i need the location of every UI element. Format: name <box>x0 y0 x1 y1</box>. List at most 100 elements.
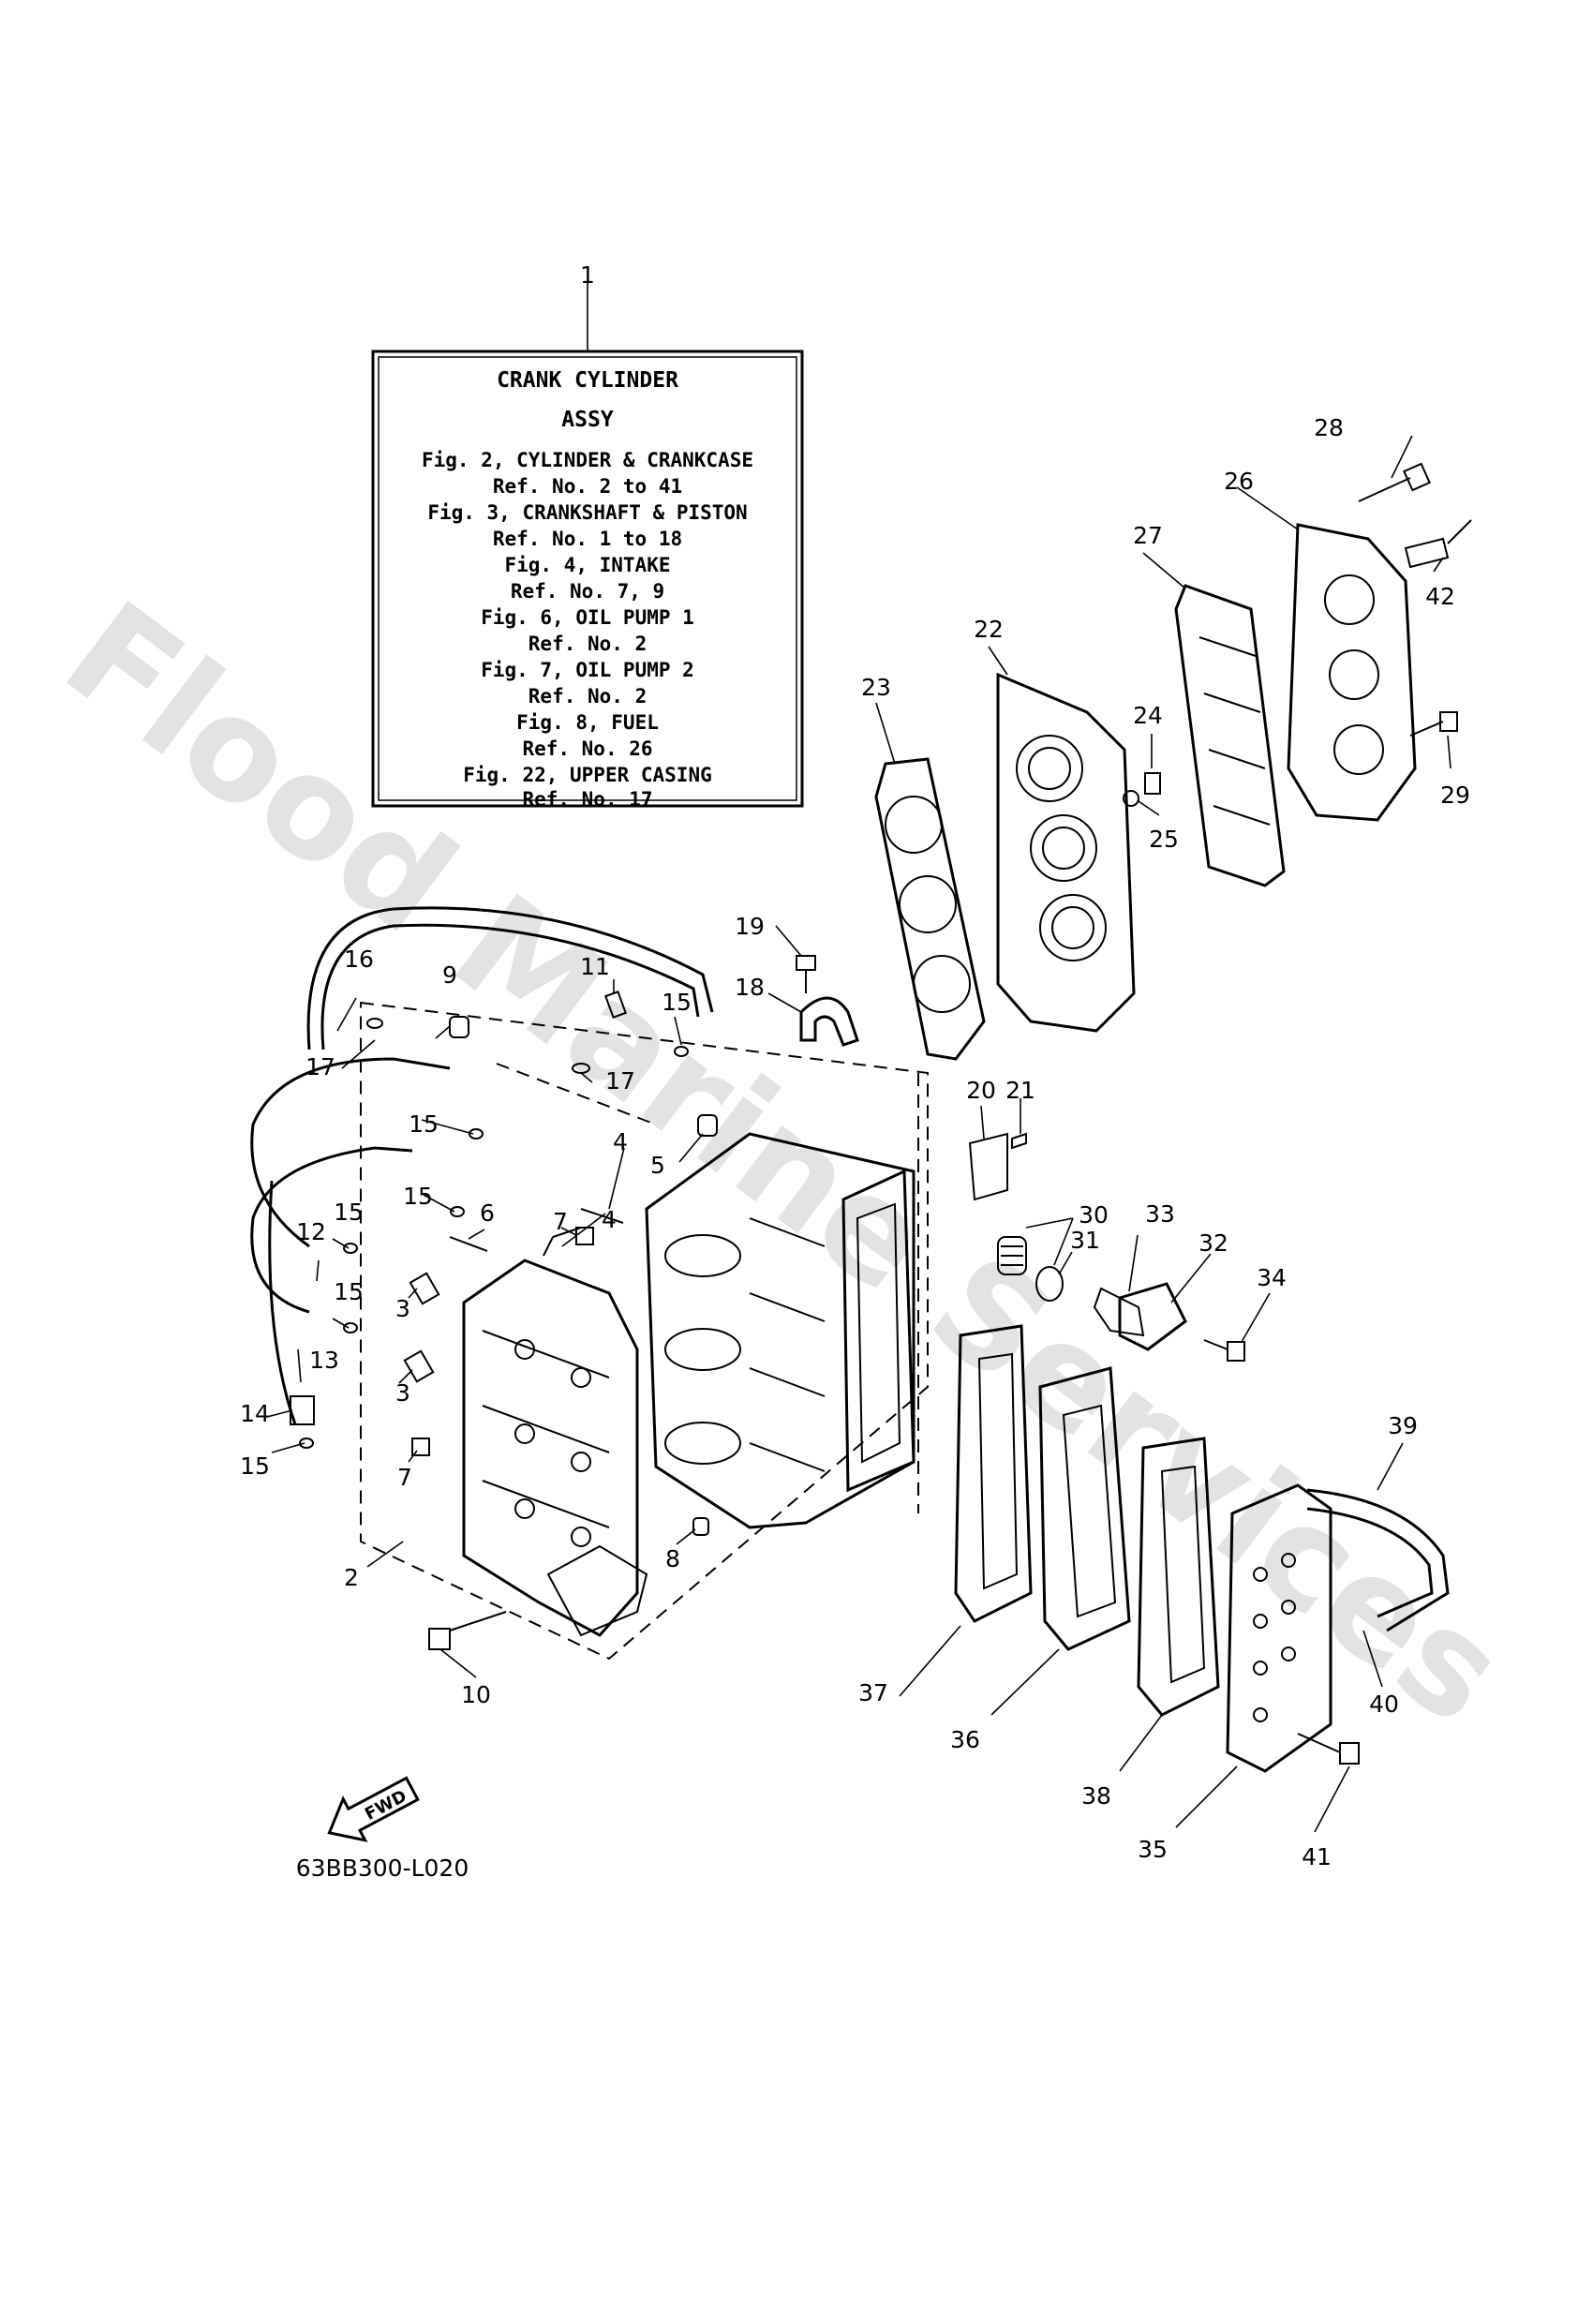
callout-38: 38 <box>1081 1782 1111 1810</box>
fitting-8 <box>692 1517 709 1536</box>
callout-34: 34 <box>1257 1264 1287 1291</box>
fwd-arrow-icon: FWD <box>327 1776 420 1842</box>
callout-11: 11 <box>580 953 610 980</box>
hose-16 <box>306 906 714 1050</box>
fitting-3a <box>409 1272 440 1305</box>
callout-7: 7 <box>397 1464 412 1491</box>
callout-3: 3 <box>395 1295 410 1322</box>
fitting-7b <box>411 1438 430 1456</box>
ref-line: Fig. 22, UPPER CASING <box>463 764 712 786</box>
callout-15: 15 <box>334 1278 364 1305</box>
pin-6 <box>449 1236 488 1252</box>
thermostat-30 <box>997 1236 1027 1275</box>
callout-37: 37 <box>858 1679 888 1706</box>
exhaust-gasket-37 <box>954 1324 1033 1623</box>
head-gasket <box>874 757 986 1061</box>
callout-12: 12 <box>296 1218 326 1245</box>
ref-line: Fig. 8, FUEL <box>516 711 659 734</box>
cylinder-block <box>645 1132 916 1529</box>
callout-2: 2 <box>344 1564 359 1591</box>
crankcase-group-outline <box>360 1001 929 1661</box>
ref-title: CRANK CYLINDER <box>497 368 678 393</box>
exhaust-gasket-38 <box>1137 1437 1220 1717</box>
callout-6: 6 <box>480 1199 495 1227</box>
fitting-24 <box>1123 772 1161 807</box>
callout-32: 32 <box>1198 1229 1228 1257</box>
callout-15: 15 <box>334 1199 364 1226</box>
crankcase-part <box>462 1259 648 1637</box>
head-cover-gasket <box>1174 584 1286 887</box>
bolt-28 <box>1358 462 1431 502</box>
ref-line: Ref. No. 7, 9 <box>511 580 664 603</box>
ref-subtitle: ASSY <box>561 408 614 432</box>
callout-15: 15 <box>662 989 692 1016</box>
clip-17a <box>366 1018 383 1029</box>
callout-40: 40 <box>1369 1691 1399 1718</box>
callouts: 1 2 3 3 4 4 5 6 7 7 8 9 10 11 12 13 14 1… <box>240 261 1470 1870</box>
callout-24: 24 <box>1133 702 1163 729</box>
callout-33: 33 <box>1145 1200 1175 1228</box>
bolt-19 <box>796 955 816 993</box>
clip-15f <box>299 1438 314 1449</box>
clamp-18 <box>799 996 859 1047</box>
callout-17: 17 <box>605 1067 635 1095</box>
seal-31 <box>1035 1266 1064 1302</box>
watermark: Flood Marine Services <box>36 572 1532 1756</box>
callout-28: 28 <box>1314 414 1344 441</box>
callout-10: 10 <box>461 1681 491 1708</box>
callout-18: 18 <box>735 974 765 1001</box>
diagram-code: 63BB300-L020 <box>296 1855 469 1882</box>
cover-32 <box>1118 1282 1187 1351</box>
callout-16: 16 <box>344 946 374 973</box>
ref-line: Ref. No. 17 <box>522 788 652 811</box>
exhaust-inner-cover-36 <box>1038 1366 1131 1651</box>
clip-15e <box>343 1322 358 1333</box>
callout-4: 4 <box>613 1128 628 1155</box>
ref-line: Fig. 7, OIL PUMP 2 <box>481 659 694 681</box>
ref-line: Fig. 3, CRANKSHAFT & PISTON <box>427 501 747 524</box>
fitting-3b <box>403 1349 435 1383</box>
plate-20 <box>968 1132 1008 1201</box>
bolt-10 <box>428 1611 507 1650</box>
callout-29: 29 <box>1440 782 1470 809</box>
ref-line: Fig. 2, CYLINDER & CRANKCASE <box>422 449 753 471</box>
clip-15c <box>450 1206 465 1217</box>
callout-31: 31 <box>1070 1227 1100 1254</box>
ref-line: Fig. 4, INTAKE <box>504 554 670 576</box>
clip-15d <box>343 1243 358 1254</box>
callout-13: 13 <box>309 1347 339 1374</box>
head-cover <box>1287 523 1417 822</box>
fitting-5 <box>697 1114 718 1137</box>
ref-line: Ref. No. 1 to 18 <box>493 528 682 550</box>
ref-line: Ref. No. 26 <box>522 737 652 760</box>
exhaust-outer-cover-35 <box>1226 1483 1332 1773</box>
callout-15: 15 <box>240 1452 270 1480</box>
ref-line: Ref. No. 2 to 41 <box>493 475 682 498</box>
screw-21 <box>1011 1132 1027 1150</box>
callout-7: 7 <box>553 1208 568 1235</box>
ref-line: Ref. No. 2 <box>528 685 647 708</box>
callout-1: 1 <box>580 261 595 289</box>
hose-14 <box>268 1180 315 1425</box>
callout-30: 30 <box>1079 1201 1109 1229</box>
callout-14: 14 <box>240 1400 270 1427</box>
callout-15: 15 <box>403 1183 433 1210</box>
callout-19: 19 <box>735 913 765 940</box>
reference-box: CRANK CYLINDER ASSY Fig. 2, CYLINDER & C… <box>371 350 804 811</box>
clip-15b <box>469 1128 484 1140</box>
fitting-11 <box>604 991 627 1019</box>
callout-26: 26 <box>1224 468 1254 495</box>
ref-line: Fig. 6, OIL PUMP 1 <box>481 606 694 629</box>
callout-22: 22 <box>974 616 1004 643</box>
bolt-34 <box>1203 1339 1245 1362</box>
leader-lines <box>266 283 1451 1833</box>
gasket-33 <box>1093 1287 1145 1337</box>
hose-13 <box>250 1146 413 1314</box>
hose-39 <box>1306 1488 1450 1632</box>
callout-15: 15 <box>409 1110 439 1138</box>
callout-25: 25 <box>1149 826 1179 853</box>
clip-15a <box>674 1046 689 1057</box>
callout-39: 39 <box>1388 1412 1418 1439</box>
callout-21: 21 <box>1005 1077 1035 1104</box>
